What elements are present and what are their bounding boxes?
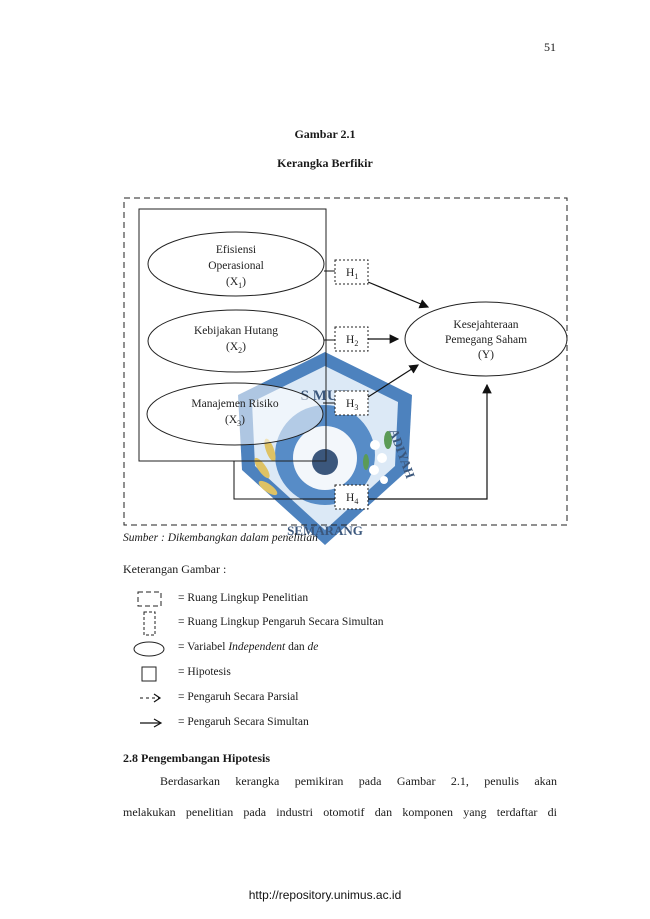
h2-label: H2	[346, 334, 358, 348]
university-seal-watermark: S MUH ADIYAH SEMARANG	[238, 352, 418, 545]
link-scope-h4	[233, 461, 335, 500]
x2-var: (X2)	[226, 341, 246, 355]
figure-subtitle: Kerangka Berfikir	[277, 156, 373, 170]
y-line3: (Y)	[478, 349, 494, 361]
simultaneous-scope-box	[138, 208, 327, 462]
h3-label: H3	[346, 398, 358, 412]
x3-var: (X3)	[225, 414, 245, 428]
legend-square-icon	[141, 666, 157, 682]
watermark-text-bottom: SEMARANG	[287, 523, 363, 538]
repository-url: http://repository.unimus.ac.id	[248, 888, 402, 902]
legend-title: Keterangan Gambar :	[123, 562, 227, 576]
legend-ellipse-icon	[133, 641, 165, 657]
x1-line2: Operasional	[208, 260, 264, 272]
x1-line1: Efisiensi	[216, 244, 256, 256]
section-heading: 2.8 Pengembangan Hipotesis	[123, 751, 271, 765]
legend-item-hypothesis: = Hipotesis	[178, 666, 231, 678]
x2-line1: Kebijakan Hutang	[194, 325, 278, 337]
node-x2	[147, 309, 325, 373]
paragraph-line-1: Berdasarkan kerangka pemikiran pada Gamb…	[160, 774, 557, 788]
y-line2: Pemegang Saham	[445, 334, 527, 346]
legend-dashed-rect-icon	[137, 591, 162, 607]
legend-item-variable: = Variabel Independent dan de	[178, 641, 319, 653]
x1-var: (X1)	[226, 276, 246, 290]
hypothesis-h4-box	[334, 484, 369, 510]
legend-item-simultaneous: = Pengaruh Secara Simultan	[178, 716, 309, 728]
h1-label: H1	[346, 267, 358, 281]
figure-source: Sumber : Dikembangkan dalam penelitian	[123, 532, 318, 544]
research-scope-box	[123, 197, 568, 526]
arrow-h3-to-y	[367, 364, 420, 398]
framework-diagram: S MUH ADIYAH SEMARANG Efisiensi Operasio…	[123, 197, 568, 545]
node-x1	[147, 231, 325, 297]
legend-symbols	[133, 591, 165, 728]
x3-line1: Manajemen Risiko	[191, 398, 278, 410]
legend-narrow-rect-icon	[143, 611, 156, 636]
h4-label: H4	[346, 492, 358, 506]
page-number: 51	[544, 40, 556, 54]
arrow-h1-to-y	[367, 281, 430, 309]
paragraph-line-2: melakukan penelitian pada industri otomo…	[123, 805, 557, 819]
node-x3	[146, 382, 324, 446]
node-y	[404, 301, 568, 377]
legend-item-partial: = Pengaruh Secara Parsial	[178, 691, 299, 703]
hypothesis-h3-box	[334, 390, 369, 416]
figure-title: Gambar 2.1	[294, 127, 356, 141]
hypothesis-h2-box	[334, 326, 369, 352]
arrow-h4-to-y	[368, 383, 492, 500]
legend-item-scope: = Ruang Lingkup Penelitian	[178, 592, 309, 604]
y-line1: Kesejahteraan	[453, 319, 518, 331]
legend-item-simultaneous-scope: = Ruang Lingkup Pengaruh Secara Simultan	[178, 616, 384, 628]
hypothesis-h1-box	[334, 259, 369, 285]
